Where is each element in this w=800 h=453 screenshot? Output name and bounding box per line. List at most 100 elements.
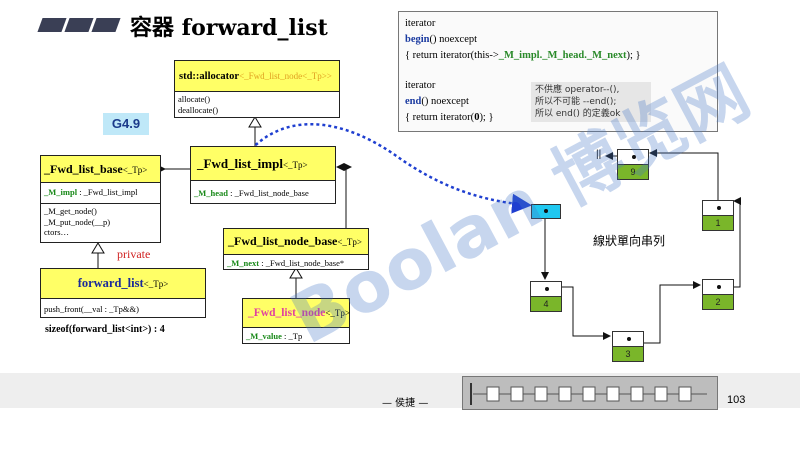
fwd-list-base-template: <_Tp> — [122, 165, 148, 175]
forward-list-name: forward_list — [77, 276, 144, 290]
code-text: () noexcept — [421, 96, 469, 107]
pointer-dot — [717, 285, 721, 289]
page-number: 103 — [727, 394, 746, 406]
node-inherit-link — [289, 267, 303, 298]
pointer-dot — [545, 287, 549, 291]
fwd-list-node-class: _Fwd_list_node<_Tp> _M_value : _Tp — [242, 298, 350, 344]
sizeof-text: sizeof(forward_list<int>) : 4 — [45, 324, 165, 335]
fwd-list-node-base-name: _Fwd_list_node_base — [228, 234, 338, 248]
fwd-list-base-method: ctors… — [44, 227, 70, 237]
node-value: 9 — [618, 165, 648, 179]
end-keyword: end — [405, 96, 422, 107]
fwd-list-node-base-class: _Fwd_list_node_base<_Tp> _M_next : _Fwd_… — [223, 228, 369, 270]
forward-list-template: <_Tp> — [143, 279, 169, 289]
private-label: private — [117, 247, 151, 261]
code-line: { return iterator(0); } — [405, 110, 711, 126]
list-node: 3 — [612, 331, 644, 362]
fwd-list-impl-template: <_Tp> — [282, 160, 308, 170]
code-line: iterator — [405, 80, 436, 91]
allocator-inherit-link — [248, 116, 262, 146]
allocator-methods: allocate() deallocate() — [175, 92, 339, 117]
fwd-list-base-field-type: : _Fwd_list_impl — [77, 187, 138, 197]
pointer-dot — [717, 206, 721, 210]
node-value: 3 — [613, 347, 643, 361]
code-line: begin() noexcept — [405, 32, 711, 48]
note-line: 所以 end() 的定義ok — [535, 109, 621, 119]
fwd-list-base-header: _Fwd_list_base<_Tp> — [41, 156, 160, 183]
fwd-list-node-base-template: <_Tp> — [337, 237, 363, 247]
fwd-list-node-field-type: : _Tp — [281, 331, 303, 341]
allocator-method: allocate() — [178, 94, 211, 104]
fwd-list-impl-fields: _M_head : _Fwd_list_node_base — [191, 181, 335, 205]
list-node: 1 — [702, 200, 734, 231]
fwd-list-base-field-name: _M_impl — [44, 187, 78, 197]
fwd-list-node-base-field-name: _M_next — [227, 258, 260, 268]
code-highlight: 0 — [474, 112, 480, 123]
end-note: 不供應 operator--(), 所以不可能 --end(); 所以 end(… — [531, 82, 651, 122]
fwd-list-impl-class: _Fwd_list_impl<_Tp> _M_head : _Fwd_list_… — [190, 146, 336, 204]
pointer-dot — [632, 155, 636, 159]
code-text: ); } — [626, 50, 641, 61]
link-1-9 — [649, 149, 719, 200]
code-line: iterator — [405, 18, 436, 29]
fwd-list-node-field-name: _M_value — [246, 331, 282, 341]
fwd-list-node-base-field-type: : _Fwd_list_node_base* — [259, 258, 345, 268]
list-strip-graphic — [470, 383, 707, 405]
code-highlight: _M_impl._M_head._M_next — [498, 50, 627, 61]
fwd-list-base-method: _M_get_node() — [44, 206, 97, 216]
allocator-class: std::allocator<_Fwd_list_node<_Tp>> allo… — [174, 60, 340, 118]
fwd-list-base-name: _Fwd_list_base — [44, 162, 123, 176]
forward-list-header: forward_list<_Tp> — [41, 269, 205, 299]
fwd-list-impl-field-name: _M_head — [194, 188, 228, 198]
gcc-version-badge: G4.9 — [103, 113, 149, 135]
code-line: { return iterator(this->_M_impl._M_head.… — [405, 48, 711, 64]
code-text: { return iterator(this-> — [405, 50, 499, 61]
code-line: end() noexcept — [405, 94, 711, 110]
list-node: 9 — [617, 149, 649, 180]
fwd-list-base-method: _M_put_node(__p) — [44, 216, 111, 227]
fwd-list-node-header: _Fwd_list_node<_Tp> — [243, 299, 350, 328]
code-text: ); } — [479, 112, 494, 123]
list-label: 線狀單向串列 — [593, 234, 666, 248]
pointer-dot — [627, 337, 631, 341]
allocator-method: deallocate() — [178, 105, 219, 115]
fwd-list-node-template: <_Tp> — [325, 308, 350, 318]
forward-list-class: forward_list<_Tp> push_front(__val : _Tp… — [40, 268, 206, 318]
fwd-list-impl-name: _Fwd_list_impl — [197, 156, 283, 171]
fwd-list-node-fields: _M_value : _Tp — [243, 328, 349, 345]
node-value: 1 — [703, 216, 733, 230]
link-3-2 — [629, 281, 701, 344]
fwd-list-impl-field-type: : _Fwd_list_node_base — [228, 188, 309, 198]
iterator-code-box: iterator begin() noexcept { return itera… — [398, 11, 718, 132]
fwd-list-base-class: _Fwd_list_base<_Tp> _M_impl : _Fwd_list_… — [40, 155, 161, 243]
allocator-name: std::allocator — [179, 71, 240, 82]
author-label: — 侯捷 — — [382, 398, 429, 409]
private-inherit-link — [91, 242, 105, 268]
note-line: 所以不可能 --end(); — [535, 97, 617, 107]
list-strip-thumbnail — [462, 376, 718, 410]
fwd-list-impl-header: _Fwd_list_impl<_Tp> — [191, 147, 335, 181]
code-text: () noexcept — [429, 34, 478, 45]
list-head-node — [531, 204, 561, 219]
pointer-dot — [544, 209, 548, 213]
forward-list-method: push_front(__val : _Tp&&) — [44, 304, 139, 314]
fwd-list-node-base-fields: _M_next : _Fwd_list_node_base* — [224, 255, 368, 272]
note-line: 不供應 operator--(), — [535, 85, 620, 95]
node-value: 2 — [703, 295, 733, 309]
list-node: 2 — [702, 279, 734, 310]
node-value: 4 — [531, 297, 561, 311]
fwd-list-node-name: _Fwd_list_node — [248, 307, 326, 319]
allocator-header: std::allocator<_Fwd_list_node<_Tp>> — [175, 61, 339, 92]
head-pointer-arrow — [226, 122, 532, 214]
list-node: 4 — [530, 281, 562, 312]
fwd-list-node-base-header: _Fwd_list_node_base<_Tp> — [224, 229, 368, 255]
forward-list-methods: push_front(__val : _Tp&&) — [41, 299, 205, 319]
begin-keyword: begin — [405, 34, 430, 45]
null-mark: || — [596, 149, 602, 160]
impl-nodebase-composition — [336, 163, 352, 228]
link-4-3 — [551, 286, 611, 340]
fwd-list-base-methods: _M_get_node() _M_put_node(__p) ctors… — [41, 204, 160, 239]
allocator-template: <_Fwd_list_node<_Tp>> — [239, 71, 332, 81]
page-title: 容器 forward_list — [130, 15, 328, 41]
code-text: { return iterator( — [405, 112, 475, 123]
